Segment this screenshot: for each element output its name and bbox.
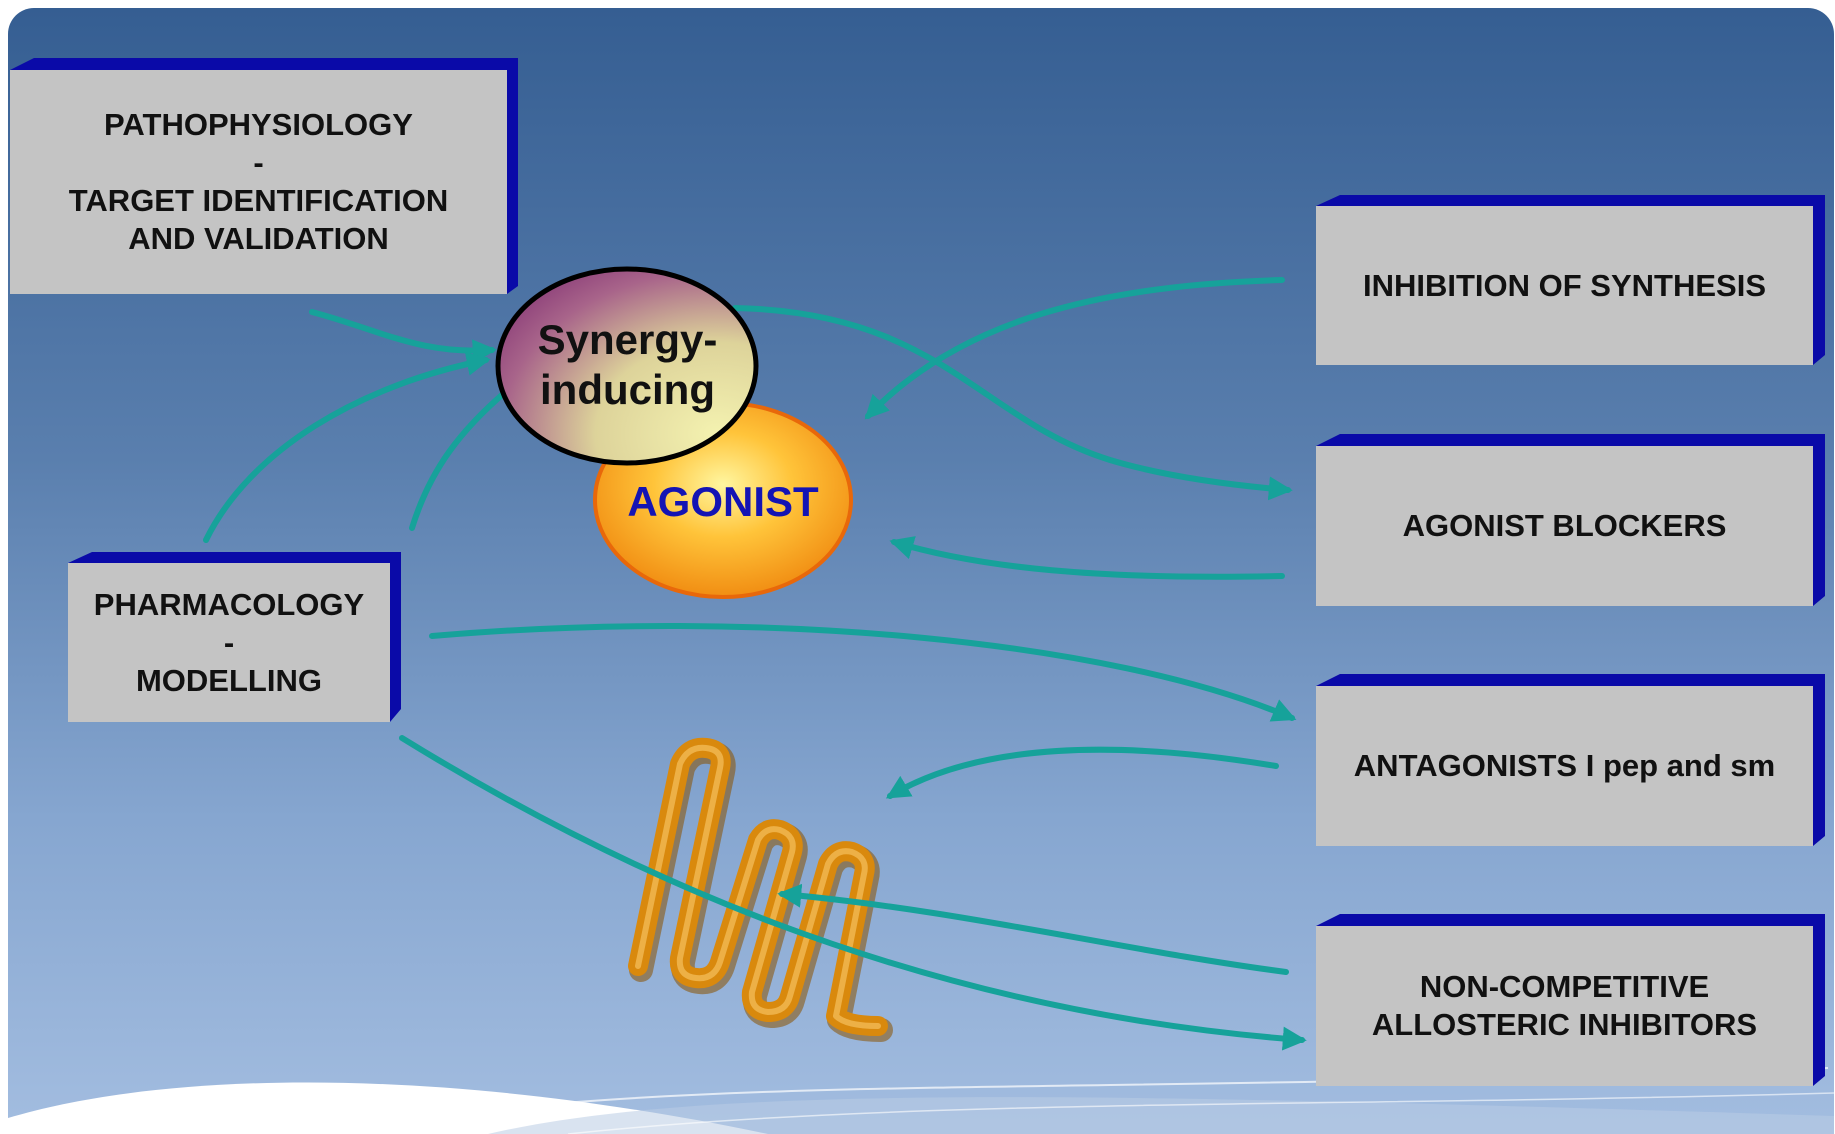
arrow-blockers-to-agonist — [889, 536, 1285, 580]
synergy-inducing-label: Synergy- inducing — [537, 316, 718, 413]
pharmacology-box: PHARMACOLOGY - MODELLING — [68, 563, 390, 722]
non-competitive-box: NON-COMPETITIVE ALLOSTERIC INHIBITORS — [1316, 926, 1813, 1086]
arrow-patho-to-synergy — [309, 309, 497, 364]
antagonists-box: ANTAGONISTS I pep and sm — [1316, 686, 1813, 846]
arrow-pharma-to-synergy-a — [203, 351, 491, 543]
arrow-noncompetitive-to-coil — [777, 883, 1289, 975]
agonist-label: AGONIST — [627, 478, 819, 525]
arrow-inhibition-to-agonist — [864, 277, 1285, 420]
arrow-pharma-to-synergy-b — [409, 385, 513, 531]
agonist-blockers-box: AGONIST BLOCKERS — [1316, 446, 1813, 606]
arrow-pharma-to-noncompetitive — [399, 735, 1307, 1051]
inhibition-of-synthesis-box: INHIBITION OF SYNTHESIS — [1316, 206, 1813, 365]
background-swoosh — [8, 1067, 1834, 1134]
coil-shape — [628, 737, 893, 1042]
arrow-synergy-to-agonist-blockers — [732, 305, 1293, 501]
pathophysiology-box: PATHOPHYSIOLOGY - TARGET IDENTIFICATION … — [10, 70, 507, 294]
arrow-pharma-to-antagonists — [429, 623, 1297, 722]
synergy-inducing-oval — [495, 266, 759, 466]
arrow-antagonists-to-coil — [885, 746, 1279, 799]
